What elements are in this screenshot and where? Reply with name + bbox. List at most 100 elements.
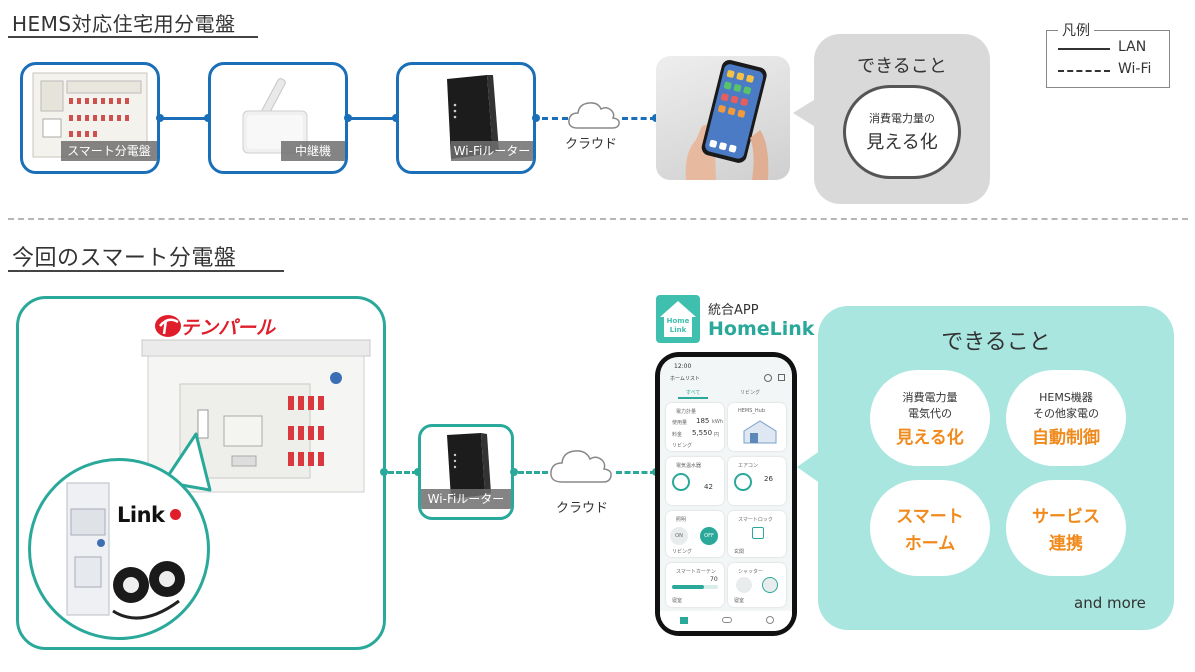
hems-hub-tile[interactable]: HEMS_Hub — [728, 403, 786, 451]
tile8-title: シャッター — [738, 569, 764, 575]
c4-line1: サービス — [1032, 507, 1100, 527]
bottom-capability-bubble — [818, 306, 1174, 630]
link-dot — [344, 114, 352, 122]
top-title-underline — [8, 36, 258, 38]
link-dot — [510, 468, 518, 476]
app-icon-line2: Link — [669, 326, 687, 334]
tile8-room: 寝室 — [734, 598, 745, 604]
edit-icon[interactable] — [778, 374, 785, 381]
top-router-card: Wi-Fiルーター — [396, 62, 536, 174]
tile7-room: 寝室 — [672, 598, 683, 604]
curtain-slider-fill — [672, 585, 705, 589]
bottom-bubble-heading: できること — [941, 330, 1051, 355]
wifi-line-cloud-phone — [622, 117, 656, 120]
lan-line-relay-router — [351, 117, 395, 120]
profile-icon[interactable] — [764, 374, 772, 382]
c3-line1: スマート — [896, 507, 964, 527]
tile1-row1-unit: kWh — [712, 419, 724, 425]
wifi-line-router-cloud — [518, 471, 548, 474]
top-visualization-circle: 消費電力量の 見える化 — [843, 85, 961, 179]
bottom-section-title: 今回のスマート分電盤 — [12, 246, 237, 271]
wifi-line-panel-router — [388, 471, 418, 474]
bottom-router-card: Wi-Fiルーター — [418, 424, 514, 520]
link-logo-text: Link — [117, 503, 165, 527]
temperal-logo-text: テンパール — [180, 317, 276, 339]
zoom-callout-pointer — [162, 432, 212, 492]
capability-auto-control: HEMS機器 その他家電の 自動制御 — [1006, 370, 1126, 466]
power-toggle-icon[interactable] — [672, 473, 690, 491]
shutter-tile[interactable]: シャッター 寝室 — [728, 563, 786, 607]
legend-box — [1046, 30, 1170, 88]
c1-small2: 電気代の — [908, 406, 952, 420]
nav-settings-icon[interactable] — [766, 616, 774, 624]
c3-line2: ホーム — [904, 534, 956, 554]
tile7-title: スマートカーテン — [676, 569, 716, 575]
shutter-up-button[interactable] — [736, 577, 752, 593]
link-dot — [380, 468, 388, 476]
app-name: HomeLink — [708, 318, 815, 340]
link-logo-dot — [170, 509, 181, 520]
tile5-room: リビング — [672, 549, 693, 555]
house-icon — [660, 301, 696, 337]
top-relay-label: 中継機 — [281, 141, 345, 161]
top-circle-line2: 見える化 — [866, 132, 938, 153]
tile2-title: HEMS_Hub — [738, 408, 766, 414]
bubble-pointer — [793, 98, 817, 128]
house-illustration-icon — [743, 420, 777, 444]
smartphone-photo — [656, 56, 790, 180]
top-section-title: HEMS対応住宅用分電盤 — [12, 12, 236, 36]
wifi-router-illustration — [447, 75, 499, 159]
tab-living[interactable]: リビング — [740, 390, 761, 396]
link-dot — [156, 114, 164, 122]
light-on-button[interactable]: ON — [670, 527, 688, 545]
tile1-row2-value: 5,550 — [692, 429, 713, 437]
c2-small1: HEMS機器 — [1039, 390, 1093, 404]
lighting-tile[interactable]: 照明 ON OFF リビング — [666, 511, 724, 557]
top-relay-card: 中継機 — [208, 62, 348, 174]
top-bubble-heading: できること — [857, 56, 947, 77]
nav-cloud-icon[interactable] — [722, 617, 732, 623]
bottom-router-label: Wi-Fiルーター — [421, 489, 511, 509]
section-divider — [8, 218, 1188, 220]
app-tag: 統合APP — [708, 303, 759, 318]
and-more-label: and more — [1074, 594, 1146, 612]
tile1-row1-label: 使用量 — [672, 420, 688, 426]
c2-small2: その他家電の — [1033, 406, 1099, 420]
smart-lock-tile[interactable]: スマートロック 玄関 — [728, 511, 786, 557]
bottom-title-underline — [8, 270, 284, 272]
smart-curtain-tile[interactable]: スマートカーテン 70 寝室 — [666, 563, 724, 607]
nav-home-icon[interactable] — [680, 617, 688, 624]
link-module-zoom: Link — [28, 458, 210, 640]
wifi-router-illustration — [447, 433, 491, 499]
curtain-slider[interactable] — [672, 585, 718, 589]
link-module-illustration — [66, 482, 185, 620]
water-heater-tile[interactable]: 電気温水器 42 — [666, 457, 724, 505]
temperal-logo: テンパール — [154, 312, 275, 339]
power-toggle-icon[interactable] — [734, 473, 752, 491]
capability-smart-home: スマート ホーム — [870, 480, 990, 576]
top-circle-line1: 消費電力量の — [869, 112, 935, 125]
shutter-down-button[interactable] — [762, 577, 778, 593]
legend-lan-line — [1058, 48, 1110, 50]
tile4-temp: 26 — [764, 475, 773, 483]
home-list-header: ホームリスト — [670, 376, 700, 382]
top-router-label: Wi-Fiルーター — [451, 141, 533, 161]
tab-all[interactable]: すべて — [686, 390, 701, 396]
top-panel-label: スマート分電盤 — [61, 141, 157, 161]
top-cloud-label: クラウド — [565, 137, 618, 152]
bottom-cloud-label: クラウド — [556, 501, 609, 516]
tab-all-underline — [678, 397, 708, 399]
light-off-button[interactable]: OFF — [700, 527, 718, 545]
cloud-icon — [568, 102, 620, 129]
c4-line2: 連携 — [1049, 534, 1083, 554]
tile1-row2-label: 料金 — [672, 432, 683, 438]
c1-big: 見える化 — [896, 427, 964, 448]
lan-line-panel-relay — [163, 117, 207, 120]
temperal-logo-mark — [155, 315, 181, 337]
power-meter-tile[interactable]: 電力計量 使用量 185 kWh 料金 5,550 円 リビング — [666, 403, 724, 451]
homelink-app-screen: 12:00 ホームリスト すべて リビング 電力計量 使用量 185 kWh 料… — [660, 357, 792, 631]
tile3-title: 電気温水器 — [676, 463, 702, 469]
air-conditioner-tile[interactable]: エアコン 26 — [728, 457, 786, 505]
wifi-line-router-cloud — [542, 117, 568, 120]
lock-icon[interactable] — [752, 527, 764, 539]
